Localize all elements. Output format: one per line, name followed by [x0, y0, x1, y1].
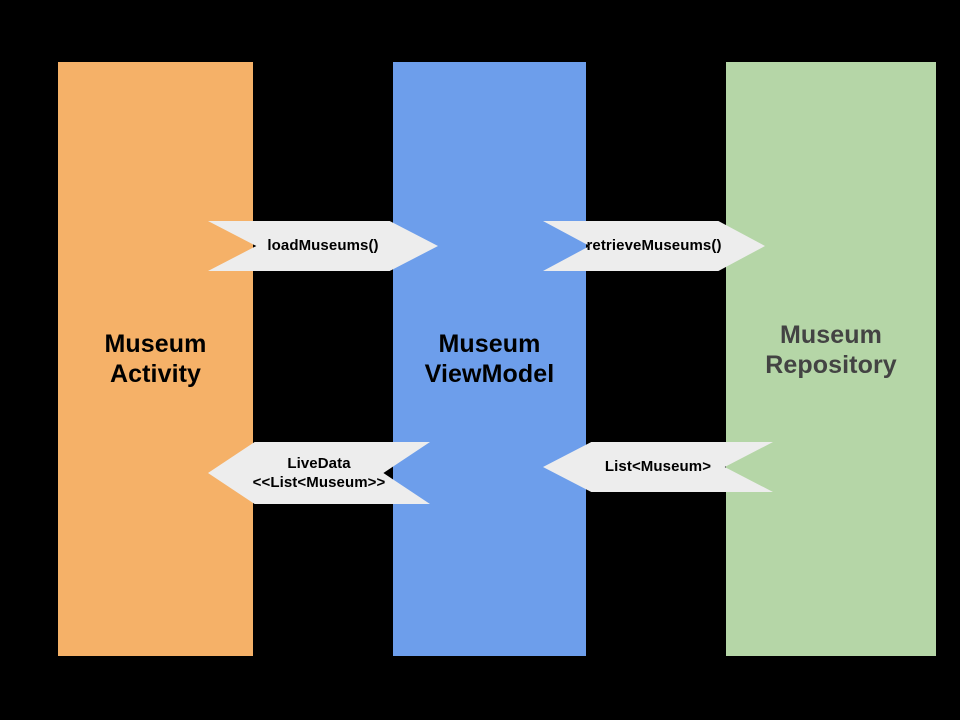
- component-museum-repository-label: Museum Repository: [765, 320, 897, 380]
- component-museum-repository[interactable]: Museum Repository: [726, 62, 936, 656]
- arrow-load-museums-label: loadMuseums(): [267, 236, 379, 254]
- arrow-retrieve-museums-label: retrieveMuseums(): [586, 236, 722, 254]
- component-museum-activity[interactable]: Museum Activity: [58, 62, 253, 656]
- arrow-livedata-list-museum-label: LiveData <<List<Museum>>: [252, 455, 386, 491]
- component-museum-viewmodel-label: Museum ViewModel: [424, 329, 555, 389]
- arrow-list-museum-label: List<Museum>: [604, 457, 712, 475]
- component-museum-activity-label: Museum Activity: [104, 329, 207, 389]
- component-museum-viewmodel[interactable]: Museum ViewModel: [393, 62, 586, 656]
